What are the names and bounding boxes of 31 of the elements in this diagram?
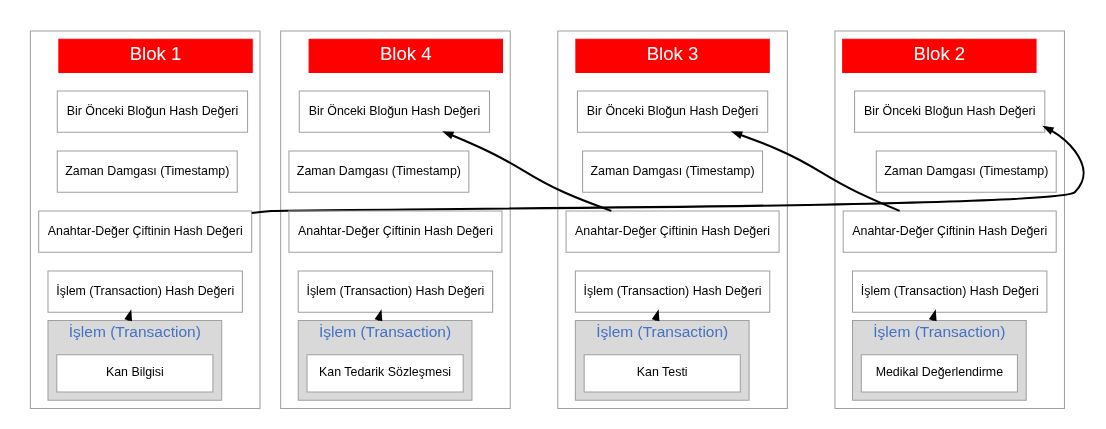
node-box: Kan Testi [583, 354, 741, 393]
arrow [442, 131, 612, 212]
node-box: Bir Önceki Bloğun Hash Değeri [298, 90, 491, 133]
node-box: Anahtar-Değer Çiftinin Hash Değeri [842, 210, 1057, 253]
node-box: İşlem (Transaction) Hash Değeri [574, 270, 771, 313]
node-box: Blok 3 [575, 38, 770, 73]
node-box: Anahtar-Değer Çiftinin Hash Değeri [288, 210, 503, 253]
node-box: Zaman Damgası (Timestamp) [875, 150, 1057, 193]
arrow [730, 131, 900, 212]
cluster [29, 30, 261, 409]
node-box: Bir Önceki Bloğun Hash Değeri [576, 90, 769, 133]
node-box: Blok 4 [308, 38, 503, 73]
node-box: Bir Önceki Bloğun Hash Değeri [854, 90, 1046, 133]
cluster [834, 30, 1065, 409]
cluster [280, 30, 511, 409]
node-box: Zaman Damgası (Timestamp) [582, 150, 764, 193]
cluster [557, 30, 788, 409]
node-box: Blok 2 [842, 38, 1037, 73]
node-box: İşlem (Transaction) Hash Değeri [47, 270, 243, 313]
node-box: Anahtar-Değer Çiftinin Hash Değeri [38, 210, 253, 253]
node-box: Blok 1 [58, 38, 253, 73]
node-box: Kan Tedarik Sözleşmesi [306, 354, 464, 393]
node-box: Zaman Damgası (Timestamp) [56, 150, 238, 193]
node-box: İşlem (Transaction) Hash Değeri [297, 270, 494, 313]
node-box: Anahtar-Değer Çiftinin Hash Değeri [565, 210, 780, 253]
arrow [251, 125, 1085, 214]
node-box: Medikal Değerlendirme [860, 354, 1018, 393]
node-box: İşlem (Transaction) Hash Değeri [852, 270, 1048, 313]
node-box: Bir Önceki Bloğun Hash Değeri [56, 90, 249, 133]
node-box: Kan Bilgisi [56, 354, 214, 393]
node-box: Zaman Damgası (Timestamp) [288, 150, 470, 193]
